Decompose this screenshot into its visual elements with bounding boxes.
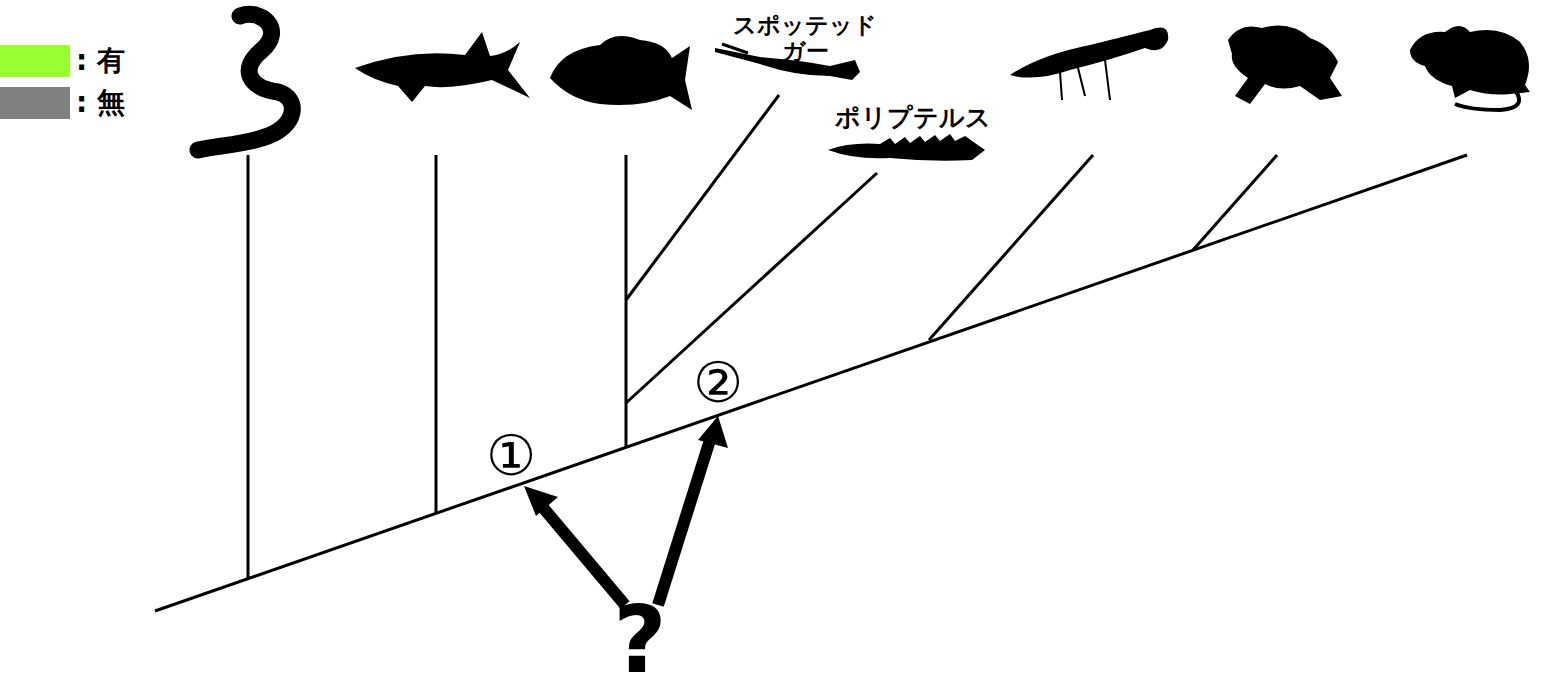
arrow-line	[540, 504, 625, 605]
species-label: スポッテッド ガー	[718, 12, 893, 65]
fin-line	[1060, 72, 1062, 100]
tree-backbone	[155, 155, 1467, 611]
callout-number: ②	[692, 355, 744, 411]
hagfish-silhouette	[198, 14, 292, 150]
tree-branch	[626, 173, 877, 403]
species-label: ポリプテルス	[835, 104, 991, 133]
teleost-silhouette	[550, 36, 692, 110]
tree-branch	[435, 155, 438, 513]
fin-line	[1105, 60, 1110, 100]
mouse-tail	[1455, 90, 1519, 110]
mouse-silhouette	[1410, 26, 1530, 98]
lungfish-fins	[1060, 60, 1110, 100]
arrow-line	[658, 440, 710, 605]
frog-silhouette	[1228, 26, 1342, 104]
callout-number: ①	[485, 428, 537, 484]
legend-text: : 無	[76, 87, 125, 119]
lungfish-silhouette	[1010, 28, 1168, 78]
fin-line	[1078, 68, 1085, 96]
question-mark: ?	[613, 588, 666, 694]
arrow-head	[524, 486, 558, 516]
legend-swatch	[0, 45, 70, 77]
gar-snout	[722, 44, 748, 53]
tree-branch	[626, 95, 779, 300]
tree-branch	[929, 155, 1093, 340]
shark-silhouette	[355, 32, 530, 102]
legend-swatch	[0, 87, 70, 119]
tree-branch	[247, 155, 250, 579]
tree-branch	[1193, 155, 1277, 250]
polypterus-silhouette	[828, 134, 985, 161]
tree-branches	[155, 95, 1467, 611]
legend-text: : 有	[76, 45, 125, 77]
pointer-arrows	[524, 416, 728, 605]
arrow-head	[698, 416, 728, 448]
